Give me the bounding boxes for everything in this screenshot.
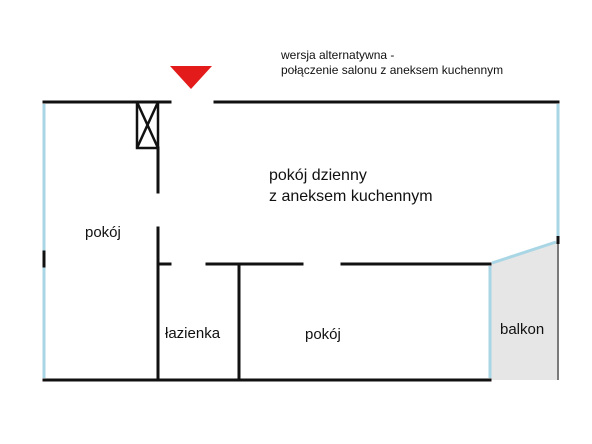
- balcony-area: [490, 241, 558, 380]
- entrance-triangle-icon: [170, 66, 212, 89]
- room-label-living-line2: z aneksem kuchennym: [269, 188, 433, 205]
- room-label-left: pokój: [85, 224, 121, 241]
- walls: [42, 100, 560, 382]
- room-label-balcony: balkon: [500, 321, 545, 338]
- windows: [42, 104, 560, 378]
- version-note-line2: połączenie salonu z aneksem kuchennym: [281, 63, 504, 77]
- room-label-bottom: pokój: [305, 326, 341, 343]
- ventilation-shaft-icon: [135, 100, 160, 150]
- room-label-living-line1: pokój dzienny: [269, 167, 367, 184]
- balcony-door-top: [491, 240, 557, 265]
- version-note-line1: wersja alternatywna -: [281, 48, 395, 62]
- room-label-bathroom: łazienka: [165, 325, 221, 342]
